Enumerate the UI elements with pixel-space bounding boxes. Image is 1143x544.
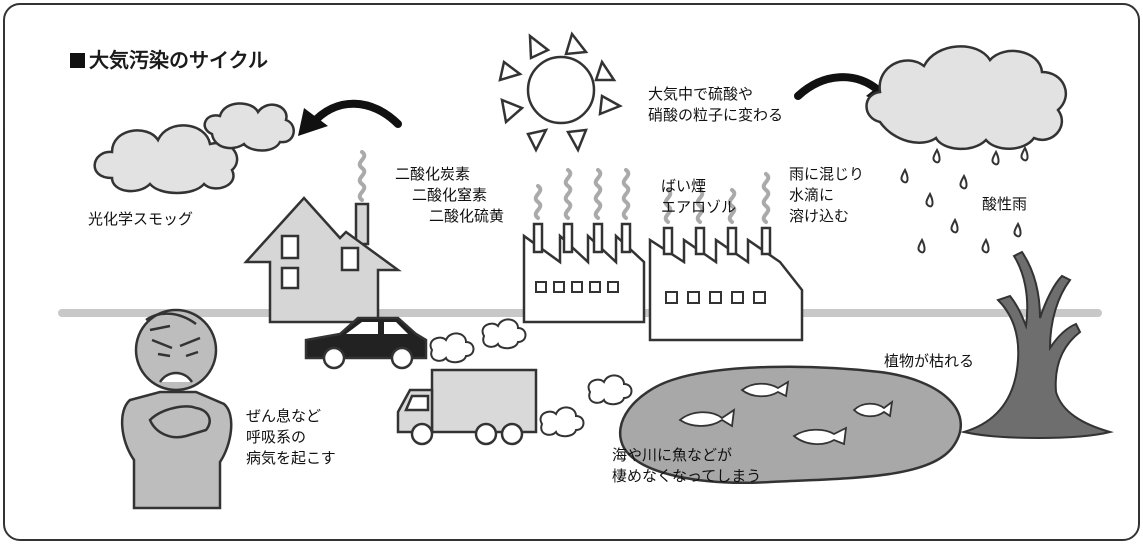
label-plants: 植物が枯れる [884, 352, 975, 370]
label-gas-so2: 二酸化硫黄 [429, 207, 505, 225]
factory-windows [535, 281, 766, 304]
house-icon [243, 196, 402, 324]
house-smoke-icon [357, 150, 367, 202]
pond-icon [618, 365, 963, 484]
truck-icon [396, 368, 538, 446]
factory-smoke-icon [533, 168, 771, 224]
sun-icon [498, 31, 623, 153]
label-acid-rain: 酸性雨 [982, 195, 1028, 213]
label-gas-co2: 二酸化炭素 [395, 165, 471, 183]
label-soot: ばい煙 [661, 177, 707, 195]
raindrops-icon [900, 145, 1029, 254]
dead-tree-icon [960, 250, 1114, 439]
acid-cloud-icon [865, 45, 1068, 150]
label-sulfuric-2: 硝酸の粒子に変わる [648, 106, 784, 124]
label-mixing-2: 水滴に [789, 186, 835, 204]
label-fish-2: 棲めなくなってしまう [612, 467, 762, 485]
person-icon [120, 308, 233, 510]
fish-icon [678, 380, 894, 446]
factory-left-icon [522, 222, 646, 324]
label-smog: 光化学スモッグ [88, 210, 194, 228]
smog-cloud-icon [93, 102, 295, 195]
diagram-title-text: 大気汚染のサイクル [89, 48, 268, 72]
car-exhaust-icon [429, 318, 527, 364]
diagram-title: 大気汚染のサイクル [70, 44, 268, 73]
truck-exhaust-icon [539, 374, 633, 438]
arrow-to-smog-head-icon [298, 108, 328, 136]
label-mixing-1: 雨に混じり [789, 165, 865, 183]
arrow-to-smog-icon [308, 99, 402, 128]
label-fish-1: 海や川に魚などが [612, 446, 733, 464]
label-health-3: 病気を起こす [246, 449, 336, 467]
factory-right-icon [648, 226, 804, 342]
car-icon [304, 316, 428, 370]
label-mixing-3: 溶け込む [789, 207, 850, 225]
label-aerosol: エアロゾル [661, 198, 737, 216]
label-health-1: ぜん息など [246, 407, 322, 425]
arrow-to-cloud-icon [794, 73, 882, 100]
label-sulfuric-1: 大気中で硫酸や [648, 85, 754, 103]
label-health-2: 呼吸系の [246, 428, 307, 446]
label-gas-no2: 二酸化窒素 [412, 186, 488, 204]
